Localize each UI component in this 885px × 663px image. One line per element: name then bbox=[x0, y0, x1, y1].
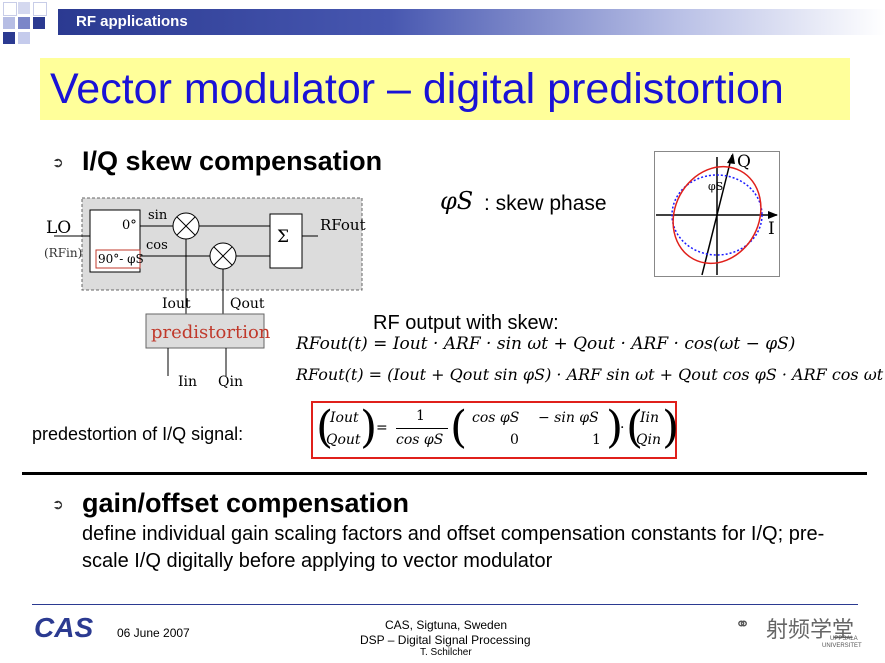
section-heading-gain: gain/offset compensation bbox=[82, 488, 410, 518]
matrix-m22: 1 bbox=[592, 432, 601, 448]
rf-out-label: RFout bbox=[320, 216, 366, 234]
predistortion-block-label: predistortion bbox=[151, 322, 271, 343]
iq-skew-plot bbox=[654, 151, 780, 277]
skew-phase-symbol: φS bbox=[440, 187, 474, 215]
header-bar bbox=[58, 9, 885, 35]
i-in-label: Iin bbox=[178, 374, 198, 390]
rf-in-label: (RFin) bbox=[44, 246, 83, 260]
predistortion-label: predestortion of I/Q signal: bbox=[32, 424, 244, 444]
fraction-numerator: 1 bbox=[416, 408, 425, 424]
wechat-icon: ⚭ bbox=[735, 614, 751, 634]
title-background bbox=[40, 58, 850, 120]
i-out-label: Iout bbox=[162, 296, 191, 312]
q-axis-label: Q bbox=[737, 152, 751, 172]
matrix-frame bbox=[311, 401, 677, 459]
section-divider bbox=[22, 472, 867, 475]
block-diagram bbox=[54, 197, 363, 376]
slide-title: Vector modulator – digital predistortion bbox=[50, 65, 784, 113]
rhs-top: Iin bbox=[640, 410, 660, 426]
sin-label: sin bbox=[148, 208, 168, 223]
footer-author: T. Schilcher bbox=[420, 647, 472, 658]
university-name-1: UPPSALA bbox=[830, 636, 858, 642]
sum-symbol: Σ bbox=[277, 227, 290, 247]
ninety-degree-label: 90°- φS bbox=[98, 252, 144, 266]
header-section-title: RF applications bbox=[76, 13, 188, 30]
lhs-top: Iout bbox=[330, 410, 359, 426]
cas-logo: CAS bbox=[34, 612, 94, 643]
matrix-m11: cos φS bbox=[472, 410, 520, 426]
watermark-text: 射频学堂 bbox=[766, 617, 855, 642]
lo-label: LO bbox=[46, 218, 72, 238]
q-out-label: Qout bbox=[230, 296, 265, 312]
matrix-m12: − sin φS bbox=[538, 410, 599, 426]
q-in-label: Qin bbox=[218, 374, 243, 390]
phi-plot-label: φS bbox=[708, 180, 724, 193]
equation-rf-out-2: RFout(t) = (Iout + Qout sin φS) · ARF si… bbox=[296, 365, 884, 384]
matrix-m21: 0 bbox=[510, 432, 519, 448]
section-body-gain: define individual gain scaling factors a… bbox=[82, 523, 825, 572]
zero-degree-label: 0° bbox=[122, 218, 137, 233]
matrix-equation: ( Iout Qout ) = 1 cos φS ( cos φS − sin … bbox=[316, 402, 680, 453]
footer-date: 06 June 2007 bbox=[117, 626, 190, 640]
footer-course: DSP – Digital Signal Processing bbox=[360, 633, 531, 647]
equation-rf-out-1: RFout(t) = Iout · ARF · sin ωt + Qout · … bbox=[296, 334, 796, 354]
bullet-icon: ➲ bbox=[52, 154, 64, 170]
lhs-bot: Qout bbox=[326, 432, 361, 448]
bullet-icon: ➲ bbox=[52, 496, 64, 512]
university-name-2: UNIVERSITET bbox=[822, 643, 862, 649]
fraction-denominator: cos φS bbox=[396, 432, 444, 448]
section-heading-skew: I/Q skew compensation bbox=[82, 146, 383, 176]
rf-output-label: RF output with skew: bbox=[373, 312, 559, 334]
footer-venue: CAS, Sigtuna, Sweden bbox=[385, 618, 508, 632]
header-decoration bbox=[0, 0, 60, 50]
footer-rule bbox=[32, 604, 858, 605]
cos-label: cos bbox=[146, 238, 168, 253]
skew-phase-label: : skew phase bbox=[484, 192, 607, 215]
rhs-bot: Qin bbox=[636, 432, 661, 448]
i-axis-label: I bbox=[768, 219, 775, 239]
